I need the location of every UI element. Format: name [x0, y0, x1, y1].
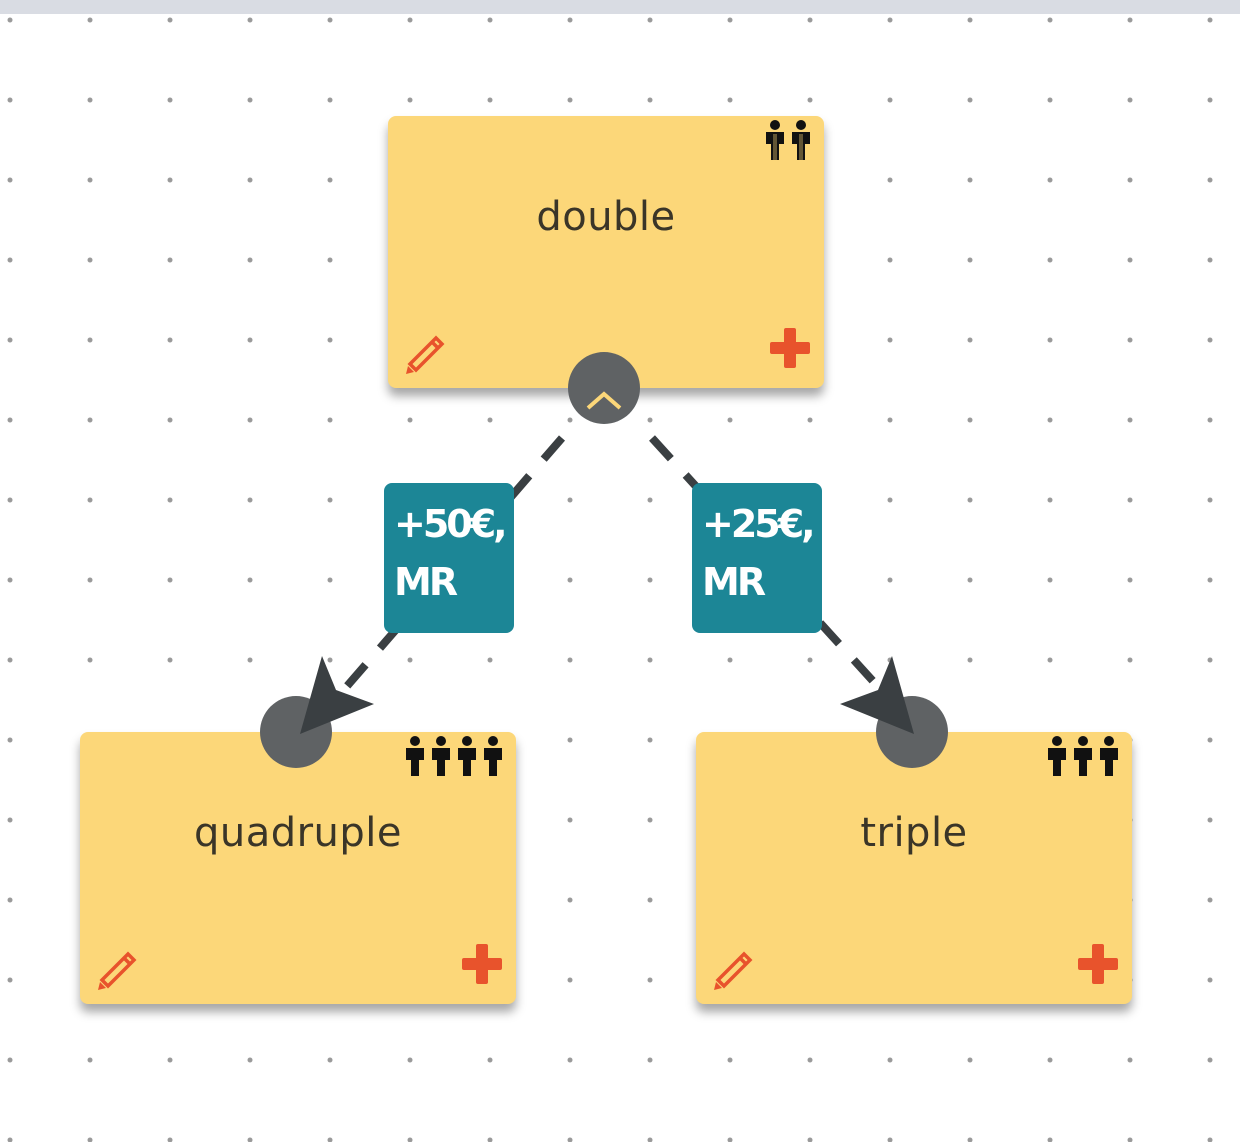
node-double[interactable]: double — [388, 116, 824, 388]
person-icon — [1100, 736, 1118, 776]
person-icon — [458, 736, 476, 776]
pencil-icon[interactable] — [90, 942, 140, 992]
node-triple[interactable]: triple — [696, 732, 1132, 1004]
people-indicator — [1046, 736, 1120, 776]
pencil-icon[interactable] — [706, 942, 756, 992]
edge-label-line: +50€, — [394, 502, 508, 546]
top-bar — [0, 0, 1240, 14]
edge-label-triple[interactable]: +25€, MR — [692, 483, 822, 633]
person-icon — [792, 120, 810, 160]
plus-icon[interactable] — [768, 326, 812, 370]
chevron-up-icon — [586, 391, 622, 410]
plus-icon[interactable] — [460, 942, 504, 986]
edge-label-quadruple[interactable]: +50€, MR — [384, 483, 514, 633]
node-title: triple — [860, 810, 968, 856]
pencil-icon[interactable] — [398, 326, 448, 376]
person-icon — [1074, 736, 1092, 776]
person-icon — [484, 736, 502, 776]
node-quadruple[interactable]: quadruple — [80, 732, 516, 1004]
edge-label-line: MR — [702, 560, 766, 604]
person-icon — [1048, 736, 1066, 776]
person-icon — [406, 736, 424, 776]
node-title: double — [536, 194, 676, 240]
person-icon — [766, 120, 784, 160]
output-port-double[interactable] — [568, 352, 640, 424]
people-indicator — [404, 736, 504, 776]
edge-label-line: +25€, — [702, 502, 816, 546]
edge-label-line: MR — [394, 560, 458, 604]
node-title: quadruple — [193, 810, 403, 856]
person-icon — [432, 736, 450, 776]
people-indicator — [764, 120, 812, 160]
edge-double-triple[interactable] — [649, 435, 895, 705]
plus-icon[interactable] — [1076, 942, 1120, 986]
